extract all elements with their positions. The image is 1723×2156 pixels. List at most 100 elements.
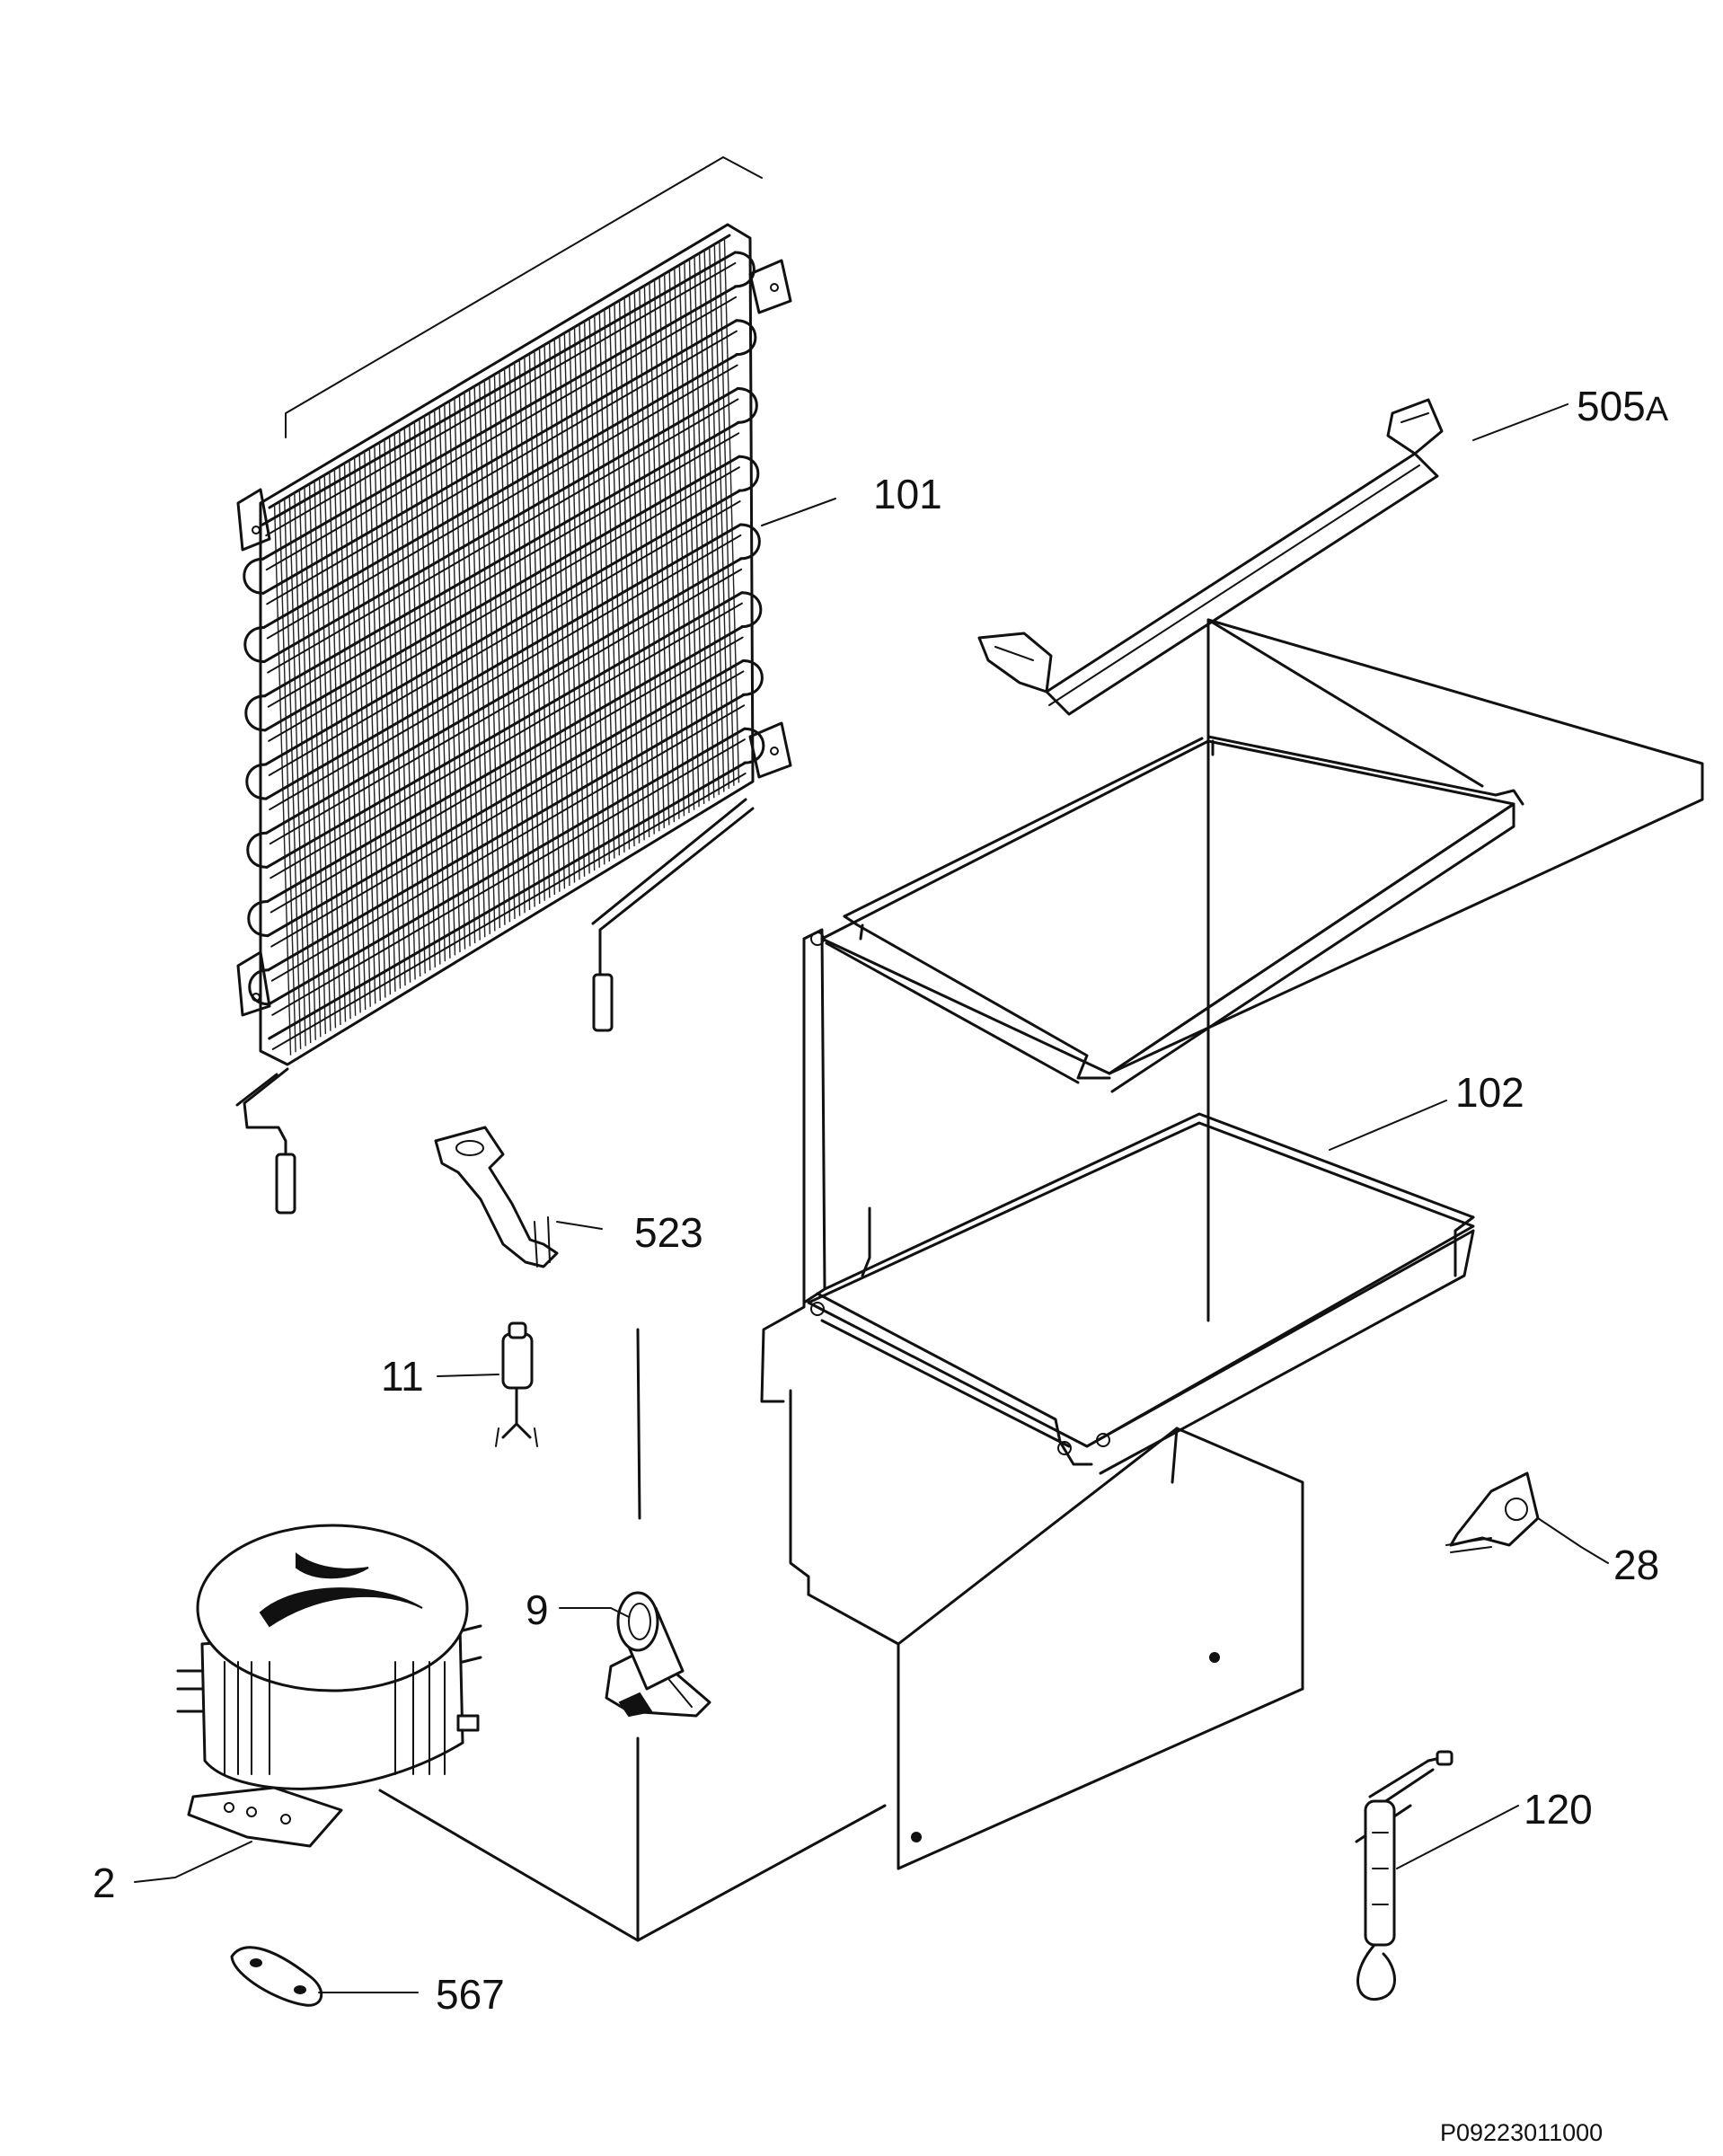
label-11: 11 xyxy=(381,1353,424,1400)
condenser-fin xyxy=(278,501,296,1053)
condenser-tubes xyxy=(243,251,765,1050)
condenser-tube xyxy=(265,591,744,869)
condenser-tube xyxy=(261,285,738,561)
relay-part-9 xyxy=(559,1591,711,1718)
condenser-bend xyxy=(736,386,758,424)
label-505a: 505A xyxy=(1577,383,1669,429)
condenser-fin xyxy=(658,277,676,823)
condenser-fin xyxy=(538,348,556,896)
condenser-fin xyxy=(618,300,635,847)
condenser-fin xyxy=(573,327,590,874)
condenser-tube-edge xyxy=(266,364,738,640)
condenser-fin xyxy=(329,472,347,1022)
condenser-bend xyxy=(244,694,267,732)
drawing-code: P09223011000 xyxy=(1440,2119,1603,2146)
condenser-tube xyxy=(263,420,740,698)
condenser-fin xyxy=(684,261,700,808)
condenser-fin xyxy=(649,282,666,828)
condenser-fin xyxy=(349,460,367,1011)
condenser-fin xyxy=(653,279,670,826)
condenser-bend xyxy=(246,831,269,869)
condenser-tube-edge xyxy=(265,261,737,537)
condenser-fin xyxy=(384,439,402,989)
condenser-fin xyxy=(283,499,302,1049)
label-102: 102 xyxy=(1455,1069,1524,1116)
condenser-fin xyxy=(333,469,351,1020)
condenser-bend xyxy=(245,763,268,800)
condenser-tube-edge xyxy=(266,330,738,605)
condenser-fin xyxy=(524,357,541,905)
condenser-fin xyxy=(604,309,621,856)
condenser-fin xyxy=(343,463,361,1013)
condenser-fin xyxy=(294,492,312,1044)
condenser-tube xyxy=(266,658,745,938)
condenser-fin xyxy=(553,339,570,886)
condenser-fin xyxy=(608,306,625,853)
condenser-fin xyxy=(614,303,631,850)
condenser-fin xyxy=(688,259,705,804)
bar-part-505a xyxy=(977,398,1568,716)
condenser-bend xyxy=(243,625,266,664)
condenser-fin xyxy=(628,294,645,841)
condenser-bend xyxy=(243,557,265,595)
condenser-tube-edge xyxy=(269,534,742,811)
condenser-fin xyxy=(543,344,561,892)
condenser-fin xyxy=(528,353,545,901)
clip-part-28 xyxy=(1445,1471,1609,1564)
condenser-fin xyxy=(698,252,715,799)
condenser-bend xyxy=(738,523,761,561)
condenser-fin xyxy=(378,442,396,992)
condenser-tube-edge xyxy=(269,636,744,914)
condenser-tube-edge xyxy=(265,296,738,571)
condenser-bend xyxy=(743,727,765,764)
condenser-tube xyxy=(264,489,742,766)
condenser-fin xyxy=(364,451,382,1001)
condenser-fin xyxy=(623,297,641,844)
condenser-bend xyxy=(741,658,764,696)
condenser-fin xyxy=(583,321,600,868)
condenser-tube xyxy=(263,455,741,732)
condenser-tube xyxy=(261,319,738,595)
condenser-bend xyxy=(248,968,270,1006)
compressor-ribs xyxy=(224,1661,446,1775)
condenser-tube xyxy=(262,353,739,629)
condenser-fin xyxy=(663,273,680,819)
condenser-tube-edge xyxy=(269,602,743,879)
condenser-fin xyxy=(594,314,611,862)
condenser-fin xyxy=(559,335,576,883)
sensor-part-120 xyxy=(1355,1750,1519,2001)
condenser-fin xyxy=(563,332,580,880)
label-9: 9 xyxy=(526,1586,549,1633)
condenser-tube-edge xyxy=(271,773,747,1050)
condenser-tube xyxy=(262,386,739,664)
condenser-fin xyxy=(308,483,327,1035)
condenser-fin xyxy=(273,504,292,1056)
condenser-bend xyxy=(247,899,269,938)
condenser-tube-edge xyxy=(270,670,745,948)
condenser-fin xyxy=(703,250,720,795)
condenser-fin xyxy=(633,291,650,838)
condenser-fin xyxy=(694,256,710,801)
label-567: 567 xyxy=(436,1971,505,2018)
grommet-part-567 xyxy=(230,1946,419,2007)
condenser-tube-edge xyxy=(267,398,739,674)
condenser-fin xyxy=(304,486,322,1038)
condenser-part-101 xyxy=(235,156,836,1215)
condenser-tube-edge xyxy=(267,432,740,708)
condenser-fin xyxy=(398,430,416,980)
condenser-fin xyxy=(393,433,411,983)
condenser-fin xyxy=(588,318,605,865)
condenser-fin xyxy=(709,247,725,792)
label-28: 28 xyxy=(1613,1542,1659,1588)
condenser-tube-edge xyxy=(271,738,746,1016)
condenser-bend xyxy=(738,455,760,492)
component-part-11 xyxy=(437,1321,538,1447)
condenser-fin xyxy=(353,456,371,1007)
condenser-bend xyxy=(735,319,757,357)
condenser-fin xyxy=(579,323,596,871)
condenser-fin xyxy=(674,268,690,814)
compressor-part-2 xyxy=(134,1524,482,1883)
label-523: 523 xyxy=(634,1209,703,1256)
condenser-tube xyxy=(267,727,747,1006)
